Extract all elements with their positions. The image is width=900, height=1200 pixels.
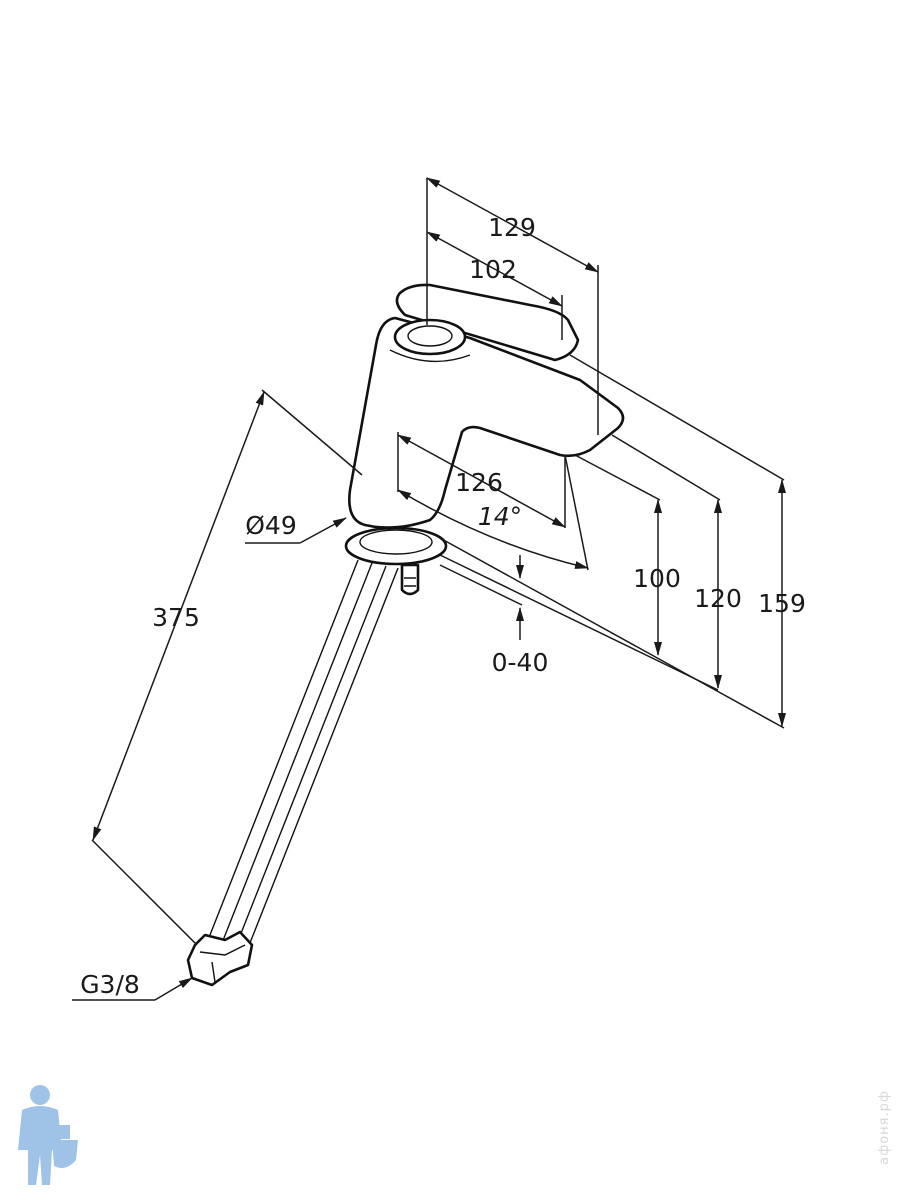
dim-angle-14: 14°: [478, 502, 522, 531]
dimension-lines: [72, 177, 786, 1001]
dim-100: 100: [633, 564, 681, 593]
dim-126: 126: [455, 468, 503, 497]
mounting-base: [344, 526, 448, 596]
supply-hoses: [186, 559, 399, 987]
dim-375: 375: [152, 603, 200, 632]
watermark-text: афоня.рф: [877, 1090, 892, 1165]
dim-129: 129: [488, 213, 536, 242]
dim-thread-g3-8: G3/8: [80, 970, 140, 999]
dim-0-40: 0-40: [492, 648, 549, 677]
dim-diameter-49: Ø49: [245, 511, 297, 540]
dim-102: 102: [469, 255, 517, 284]
plumber-logo-icon: [18, 1085, 78, 1185]
dim-120: 120: [694, 584, 742, 613]
dim-159: 159: [758, 589, 806, 618]
